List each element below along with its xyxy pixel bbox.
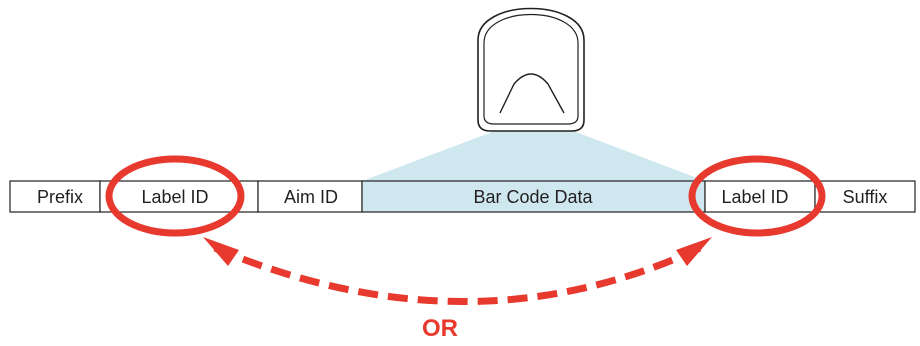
bar-code-data-label: Bar Code Data (473, 187, 593, 207)
label-id-trailing-label: Label ID (721, 187, 788, 207)
or-double-arrow (203, 237, 712, 305)
label-id-leading-box (99, 180, 259, 213)
label-id-leading-highlight (105, 155, 245, 237)
barcode-scanner-icon (477, 7, 585, 132)
label-id-leading-label: Label ID (141, 187, 208, 207)
scan-beam (362, 129, 705, 181)
label-id-trailing-highlight (688, 155, 826, 237)
or-label: OR (422, 315, 458, 341)
suffix-box (814, 180, 916, 213)
label-id-trailing-box (704, 180, 816, 213)
prefix-label: Prefix (37, 187, 83, 207)
aim-id-box (257, 180, 363, 213)
data-format-row: Prefix Label ID Aim ID Bar Code Data Lab… (9, 180, 916, 213)
arrowhead-right (676, 237, 712, 266)
aim-id-label: Aim ID (284, 187, 338, 207)
arrowhead-left (203, 237, 239, 266)
suffix-label: Suffix (843, 187, 888, 207)
prefix-box (9, 180, 101, 213)
